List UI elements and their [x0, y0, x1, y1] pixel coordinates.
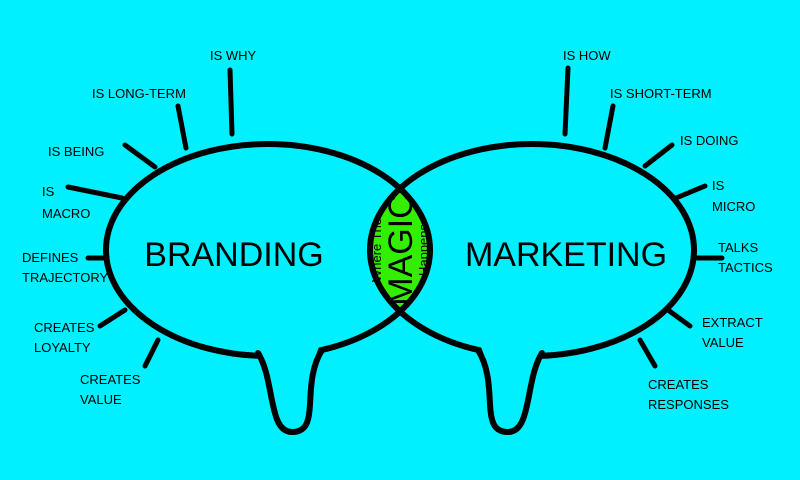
label-is-how: IS HOW [563, 48, 611, 63]
left-spokes [65, 67, 235, 369]
label-defines-1: DEFINES [22, 250, 79, 265]
label-creates-responses-2: RESPONSES [648, 397, 729, 412]
branding-tail [255, 347, 325, 436]
label-is-macro-1: IS [42, 184, 55, 199]
branding-title: BRANDING [144, 236, 323, 274]
marketing-title: MARKETING [465, 236, 667, 274]
happens-text: Happens [416, 223, 431, 276]
label-creates-value-2: VALUE [80, 392, 122, 407]
label-defines-2: TRAJECTORY [22, 270, 109, 285]
label-talks-tactics-1: TALKS [718, 240, 759, 255]
magic-text: MAGIC [382, 194, 420, 305]
label-creates-loyalty-2: LOYALTY [34, 340, 91, 355]
label-extract-value-2: VALUE [702, 335, 744, 350]
label-creates-responses-1: CREATES [648, 377, 709, 392]
label-is-macro-2: MACRO [42, 206, 90, 221]
label-is-short-term: IS SHORT-TERM [610, 86, 712, 101]
left-labels: IS WHY IS LONG-TERM IS BEING IS MACRO DE… [22, 48, 257, 407]
label-talks-tactics-2: TACTICS [718, 260, 773, 275]
marketing-tail [475, 347, 545, 436]
center-text: Where The MAGIC Happens [369, 194, 431, 305]
where-the-text: Where The [369, 218, 384, 282]
right-spokes [562, 65, 725, 369]
label-is-micro-2: MICRO [712, 199, 755, 214]
label-creates-loyalty-1: CREATES [34, 320, 95, 335]
label-is-long-term: IS LONG-TERM [92, 86, 186, 101]
right-labels: IS HOW IS SHORT-TERM IS DOING IS MICRO T… [563, 48, 773, 412]
label-is-doing: IS DOING [680, 133, 739, 148]
label-is-micro-1: IS [712, 178, 725, 193]
label-creates-value-1: CREATES [80, 372, 141, 387]
label-is-why: IS WHY [210, 48, 257, 63]
label-extract-value-1: EXTRACT [702, 315, 763, 330]
label-is-being: IS BEING [48, 144, 104, 159]
